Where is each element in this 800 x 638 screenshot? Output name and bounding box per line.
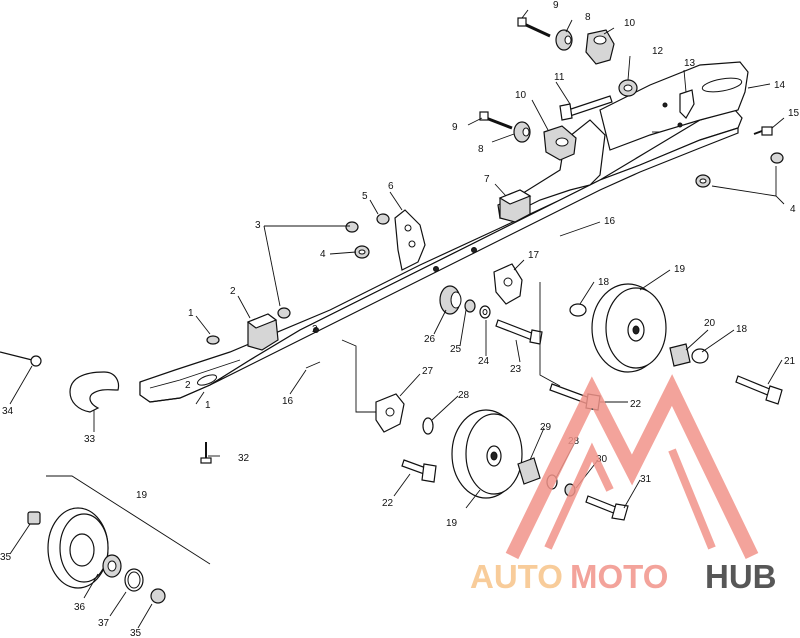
callout-3: 3 bbox=[255, 220, 261, 231]
callout-32: 32 bbox=[238, 453, 250, 464]
callout-1: 1 bbox=[188, 308, 194, 319]
bolt-upper bbox=[517, 17, 551, 38]
nut-front bbox=[354, 245, 370, 259]
stopper-upper bbox=[585, 29, 615, 65]
callout-7: 7 bbox=[484, 174, 490, 185]
callout-35-bottom: 35 bbox=[130, 628, 142, 638]
callout-21: 21 bbox=[784, 356, 796, 367]
spacer-29 bbox=[517, 457, 541, 485]
callout-27: 27 bbox=[422, 366, 434, 377]
callout-4-rear: 4 bbox=[790, 204, 796, 215]
washer-24 bbox=[479, 305, 491, 319]
axle-bolt-21 bbox=[735, 375, 783, 405]
callout-26: 26 bbox=[424, 334, 436, 345]
leader-lines bbox=[9, 9, 785, 629]
wheel-assembly-detail bbox=[27, 475, 211, 604]
bolt-lower bbox=[479, 111, 513, 130]
callout-33: 33 bbox=[84, 434, 96, 445]
callout-20: 20 bbox=[704, 318, 716, 329]
callout-2-rail: 2 bbox=[185, 380, 191, 391]
washer-18-lower bbox=[691, 348, 709, 364]
callout-29: 29 bbox=[540, 422, 552, 433]
callout-15: 15 bbox=[788, 108, 800, 119]
callout-31: 31 bbox=[640, 474, 652, 485]
callout-8-lower: 8 bbox=[478, 144, 484, 155]
callout-2: 2 bbox=[230, 286, 236, 297]
callout-24: 24 bbox=[478, 356, 490, 367]
callout-22-lower: 22 bbox=[382, 498, 394, 509]
bolt-22-lower bbox=[401, 459, 437, 483]
callout-1-rail: 1 bbox=[205, 400, 211, 411]
long-bolt bbox=[559, 95, 613, 121]
idler-spacer bbox=[439, 285, 462, 315]
watermark-hub: HUB bbox=[705, 558, 777, 595]
callout-23: 23 bbox=[510, 364, 522, 375]
callout-34: 34 bbox=[2, 406, 14, 417]
spacer-20 bbox=[669, 343, 691, 367]
nut-3-upper bbox=[345, 221, 359, 233]
callout-2-mid: 2 bbox=[312, 324, 318, 335]
washer-25 bbox=[464, 299, 476, 313]
stopper-lower bbox=[543, 125, 577, 161]
callout-19-detail: 19 bbox=[136, 490, 148, 501]
nut-3-lower bbox=[277, 307, 291, 319]
callout-9-lower: 9 bbox=[452, 122, 458, 133]
callout-37: 37 bbox=[98, 618, 110, 629]
callout-25: 25 bbox=[450, 344, 462, 355]
axle-bolt-23 bbox=[495, 319, 543, 345]
callout-30: 30 bbox=[596, 454, 608, 465]
callout-17: 17 bbox=[528, 250, 540, 261]
callout-10: 10 bbox=[624, 18, 636, 29]
idler-bracket bbox=[493, 263, 523, 305]
watermark-logo: AUTO MOTO HUB bbox=[470, 374, 777, 595]
lower-idler-bracket bbox=[375, 393, 405, 433]
slide-rail bbox=[139, 109, 743, 403]
axle-bolt-31 bbox=[585, 495, 629, 521]
callout-13: 13 bbox=[684, 58, 696, 69]
callout-4-front: 4 bbox=[320, 249, 326, 260]
pin-32 bbox=[200, 442, 212, 464]
callout-16-front: 16 bbox=[282, 396, 294, 407]
nut-rear bbox=[770, 152, 784, 164]
callout-16-rear: 16 bbox=[604, 216, 616, 227]
spring-clip bbox=[679, 89, 695, 119]
callout-6: 6 bbox=[388, 181, 394, 192]
rivet bbox=[206, 335, 220, 345]
callout-8: 8 bbox=[585, 12, 591, 23]
callout-9: 9 bbox=[553, 0, 559, 11]
wear-block-rear bbox=[498, 189, 532, 223]
lock-nut-upper bbox=[618, 79, 638, 97]
nut-mid bbox=[695, 174, 711, 188]
wear-block-front bbox=[246, 313, 279, 351]
callout-5: 5 bbox=[362, 191, 368, 202]
callout-11: 11 bbox=[554, 72, 565, 83]
idler-wheel-lower bbox=[451, 409, 523, 499]
callout-10-lower: 10 bbox=[515, 90, 527, 101]
bolt-34 bbox=[0, 351, 42, 367]
callout-14: 14 bbox=[774, 80, 786, 91]
idler-wheel-upper bbox=[591, 283, 667, 373]
watermark-auto: AUTO bbox=[470, 558, 563, 595]
callout-28-left: 28 bbox=[458, 390, 470, 401]
front-bracket bbox=[394, 209, 426, 271]
spacer-lower bbox=[513, 121, 531, 143]
callout-19-lower: 19 bbox=[446, 518, 458, 529]
callout-22-upper: 22 bbox=[630, 399, 642, 410]
callout-36: 36 bbox=[74, 602, 86, 613]
screw-15 bbox=[753, 126, 773, 136]
callout-35-left: 35 bbox=[0, 552, 12, 563]
rail-toe-cap bbox=[69, 371, 120, 413]
callout-18-lower: 18 bbox=[736, 324, 748, 335]
watermark-moto: MOTO bbox=[570, 558, 668, 595]
spacer-upper bbox=[555, 29, 573, 51]
washer-18-upper bbox=[569, 303, 587, 317]
callout-18-upper: 18 bbox=[598, 277, 610, 288]
washer-28-left bbox=[422, 417, 434, 435]
callout-19-upper: 19 bbox=[674, 264, 686, 275]
nut-5 bbox=[376, 213, 390, 225]
callout-12: 12 bbox=[652, 46, 664, 57]
